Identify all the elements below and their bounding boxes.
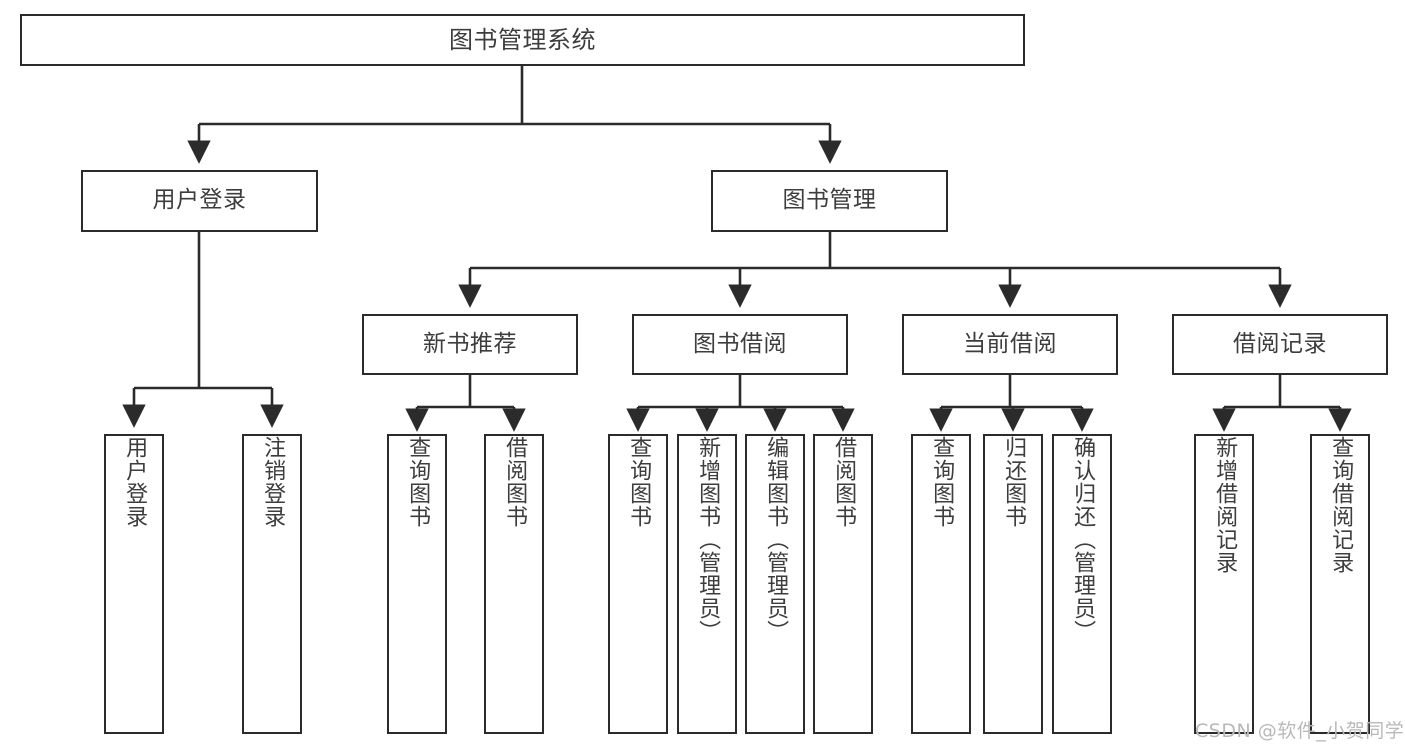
node-label: 归还图书: [1001, 436, 1027, 528]
node-new-book-recommend[interactable]: 新书推荐: [362, 314, 578, 375]
node-user-login[interactable]: 用户登录: [81, 170, 318, 232]
node-label: 查询借阅记录: [1328, 436, 1354, 574]
node-leaf-add-book-admin[interactable]: 新增图书（管理员）: [677, 434, 737, 734]
node-leaf-query-book-current[interactable]: 查询图书: [911, 434, 971, 734]
node-label: 新增借阅记录: [1212, 436, 1238, 574]
node-label: 新增图书（管理员）: [695, 436, 721, 643]
node-label: 查询图书: [405, 436, 431, 528]
node-leaf-query-book[interactable]: 查询图书: [608, 434, 668, 734]
node-book-management[interactable]: 图书管理: [711, 170, 948, 232]
node-label: 借阅图书: [502, 436, 528, 528]
node-label: 查询图书: [929, 436, 955, 528]
node-label: 图书借阅: [693, 330, 787, 357]
node-leaf-query-book-new[interactable]: 查询图书: [387, 434, 447, 734]
node-label: 注销登录: [260, 436, 286, 528]
node-label: 借阅图书: [831, 436, 857, 528]
node-borrow-record[interactable]: 借阅记录: [1172, 314, 1388, 375]
node-book-borrow[interactable]: 图书借阅: [632, 314, 848, 375]
node-leaf-return-book[interactable]: 归还图书: [983, 434, 1043, 734]
node-leaf-logout[interactable]: 注销登录: [242, 434, 302, 734]
node-label: 图书管理系统: [449, 25, 596, 54]
node-label: 查询图书: [626, 436, 652, 528]
node-label: 用户登录: [152, 187, 247, 214]
node-leaf-borrow-book[interactable]: 借阅图书: [813, 434, 873, 734]
node-label: 新书推荐: [423, 330, 517, 357]
node-leaf-query-borrow-record[interactable]: 查询借阅记录: [1310, 434, 1370, 734]
node-root-system[interactable]: 图书管理系统: [20, 14, 1025, 66]
node-leaf-borrow-book-new[interactable]: 借阅图书: [484, 434, 544, 734]
node-label: 编辑图书（管理员）: [763, 436, 789, 643]
node-leaf-edit-book-admin[interactable]: 编辑图书（管理员）: [745, 434, 805, 734]
node-label: 图书管理: [782, 187, 877, 214]
node-label: 当前借阅: [963, 330, 1057, 357]
node-label: 借阅记录: [1233, 330, 1327, 357]
node-label: 用户登录: [122, 436, 148, 528]
node-current-borrow[interactable]: 当前借阅: [902, 314, 1118, 375]
node-leaf-confirm-return-admin[interactable]: 确认归还（管理员）: [1052, 434, 1112, 734]
node-leaf-user-login[interactable]: 用户登录: [104, 434, 164, 734]
node-label: 确认归还（管理员）: [1070, 436, 1096, 643]
node-leaf-add-borrow-record[interactable]: 新增借阅记录: [1194, 434, 1254, 734]
watermark-text: CSDN @软件_小贺同学: [1195, 720, 1405, 742]
